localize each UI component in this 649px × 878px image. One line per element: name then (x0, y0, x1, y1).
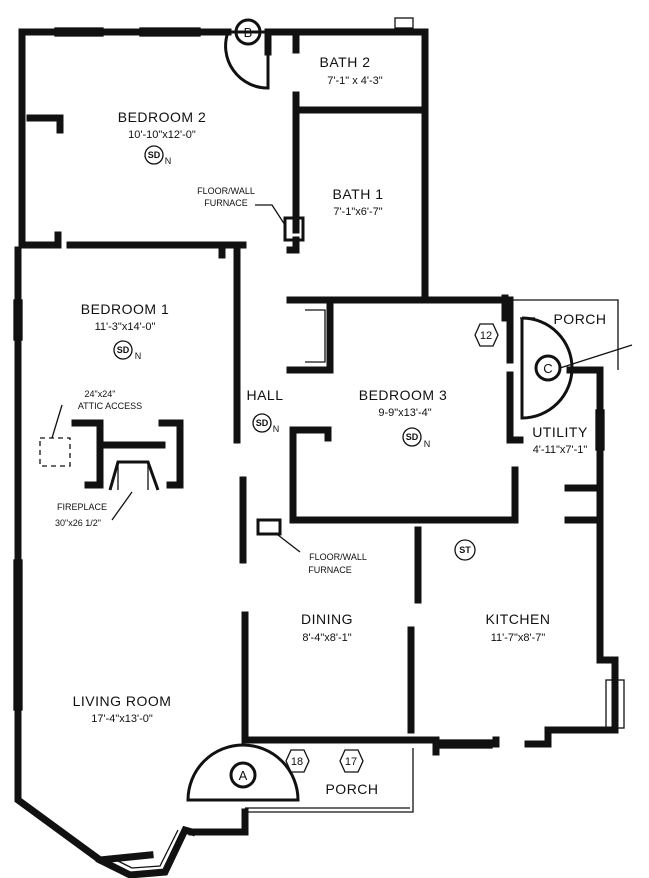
svg-text:BEDROOM 1: BEDROOM 1 (81, 301, 170, 317)
svg-text:BATH 2: BATH 2 (320, 54, 371, 70)
svg-text:FLOOR/WALL: FLOOR/WALL (309, 552, 367, 562)
porch-bottom-label: PORCH (325, 781, 378, 797)
room-dining: DINING 8'-4"x8'-1" (301, 611, 353, 644)
door-b: B (224, 18, 270, 90)
svg-text:10'-10"x12'-0": 10'-10"x12'-0" (128, 129, 196, 141)
svg-text:11'-7"x8'-7": 11'-7"x8'-7" (491, 632, 546, 644)
svg-text:ATTIC ACCESS: ATTIC ACCESS (78, 401, 142, 411)
bay-window (95, 825, 197, 878)
svg-text:BEDROOM 3: BEDROOM 3 (359, 387, 448, 403)
svg-text:FURNACE: FURNACE (204, 198, 248, 208)
svg-text:KITCHEN: KITCHEN (486, 611, 551, 627)
fireplace (71, 419, 184, 491)
room-bath2: BATH 2 7'-1" x 4'-3" (320, 54, 383, 87)
symbol-st: ST (454, 539, 476, 561)
svg-text:24"x24": 24"x24" (85, 389, 116, 399)
room-living: LIVING ROOM 17'-4"x13'-0" (73, 693, 172, 725)
porch-lines (245, 299, 619, 813)
svg-text:SD: SD (117, 345, 130, 355)
svg-text:A: A (239, 768, 248, 783)
smoke-detector-bedroom2: SD N (144, 145, 172, 166)
svg-text:9-9"x13'-4": 9-9"x13'-4" (378, 407, 431, 419)
svg-text:HALL: HALL (246, 387, 283, 403)
room-bedroom1: BEDROOM 1 11'-3"x14'-0" (81, 301, 170, 333)
svg-text:8'-4"x8'-1": 8'-4"x8'-1" (302, 632, 351, 644)
svg-text:FURNACE: FURNACE (308, 565, 352, 575)
note-fireplace: FIREPLACE 30"x26 1/2" (55, 502, 107, 528)
svg-text:SD: SD (406, 432, 419, 442)
room-hall: HALL (246, 387, 283, 403)
svg-text:17: 17 (345, 756, 357, 768)
attic-access (39, 437, 71, 467)
porch-top-label: PORCH (553, 311, 606, 327)
svg-text:4'-11"x7'-1": 4'-11"x7'-1" (533, 444, 588, 456)
note-furnace-1: FLOOR/WALL FURNACE (197, 186, 255, 208)
smoke-detector-bedroom3: SD N (402, 427, 431, 449)
svg-text:7'-1"x6'-7": 7'-1"x6'-7" (333, 206, 382, 218)
room-kitchen: KITCHEN 11'-7"x8'-7" (486, 611, 551, 644)
svg-text:FLOOR/WALL: FLOOR/WALL (197, 186, 255, 196)
svg-text:B: B (244, 25, 253, 40)
room-bedroom2: BEDROOM 2 10'-10"x12'-0" (118, 109, 207, 141)
svg-text:UTILITY: UTILITY (532, 424, 588, 440)
svg-text:DINING: DINING (301, 611, 353, 627)
svg-text:N: N (135, 351, 142, 361)
note-attic-access: 24"x24" ATTIC ACCESS (78, 389, 142, 411)
svg-text:18: 18 (291, 756, 303, 768)
svg-text:SD: SD (148, 150, 161, 160)
window-marks (13, 17, 625, 749)
leader-lines (51, 204, 301, 553)
door-a: A (186, 743, 300, 802)
door-c: C (520, 316, 633, 420)
svg-text:BEDROOM 2: BEDROOM 2 (118, 109, 207, 125)
svg-text:17'-4"x13'-0": 17'-4"x13'-0" (91, 713, 153, 725)
smoke-detector-bedroom1: SD N (113, 340, 142, 361)
note-furnace-2: FLOOR/WALL FURNACE (308, 552, 367, 575)
svg-text:LIVING ROOM: LIVING ROOM (73, 693, 172, 709)
svg-text:C: C (543, 361, 552, 376)
hex-tag-12: 12 (474, 323, 499, 347)
hex-tag-17: 17 (339, 749, 364, 773)
svg-text:FIREPLACE: FIREPLACE (57, 502, 107, 512)
svg-text:N: N (273, 424, 280, 434)
room-bath1: BATH 1 7'-1"x6'-7" (333, 186, 384, 218)
room-utility: UTILITY 4'-11"x7'-1" (532, 424, 588, 456)
smoke-detector-hall: SD N (252, 413, 280, 434)
svg-text:N: N (165, 156, 172, 166)
svg-text:SD: SD (256, 418, 269, 428)
svg-text:ST: ST (459, 545, 471, 555)
svg-text:BATH 1: BATH 1 (333, 186, 384, 202)
room-bedroom3: BEDROOM 3 9-9"x13'-4" (359, 387, 448, 419)
interior-walls (18, 28, 604, 756)
svg-text:N: N (424, 439, 431, 449)
svg-text:12: 12 (480, 330, 492, 342)
hex-tag-18: 18 (285, 749, 310, 773)
svg-text:11'-3"x14'-0": 11'-3"x14'-0" (95, 321, 156, 333)
svg-text:30"x26 1/2": 30"x26 1/2" (55, 518, 101, 528)
svg-text:7'-1" x 4'-3": 7'-1" x 4'-3" (327, 75, 383, 87)
